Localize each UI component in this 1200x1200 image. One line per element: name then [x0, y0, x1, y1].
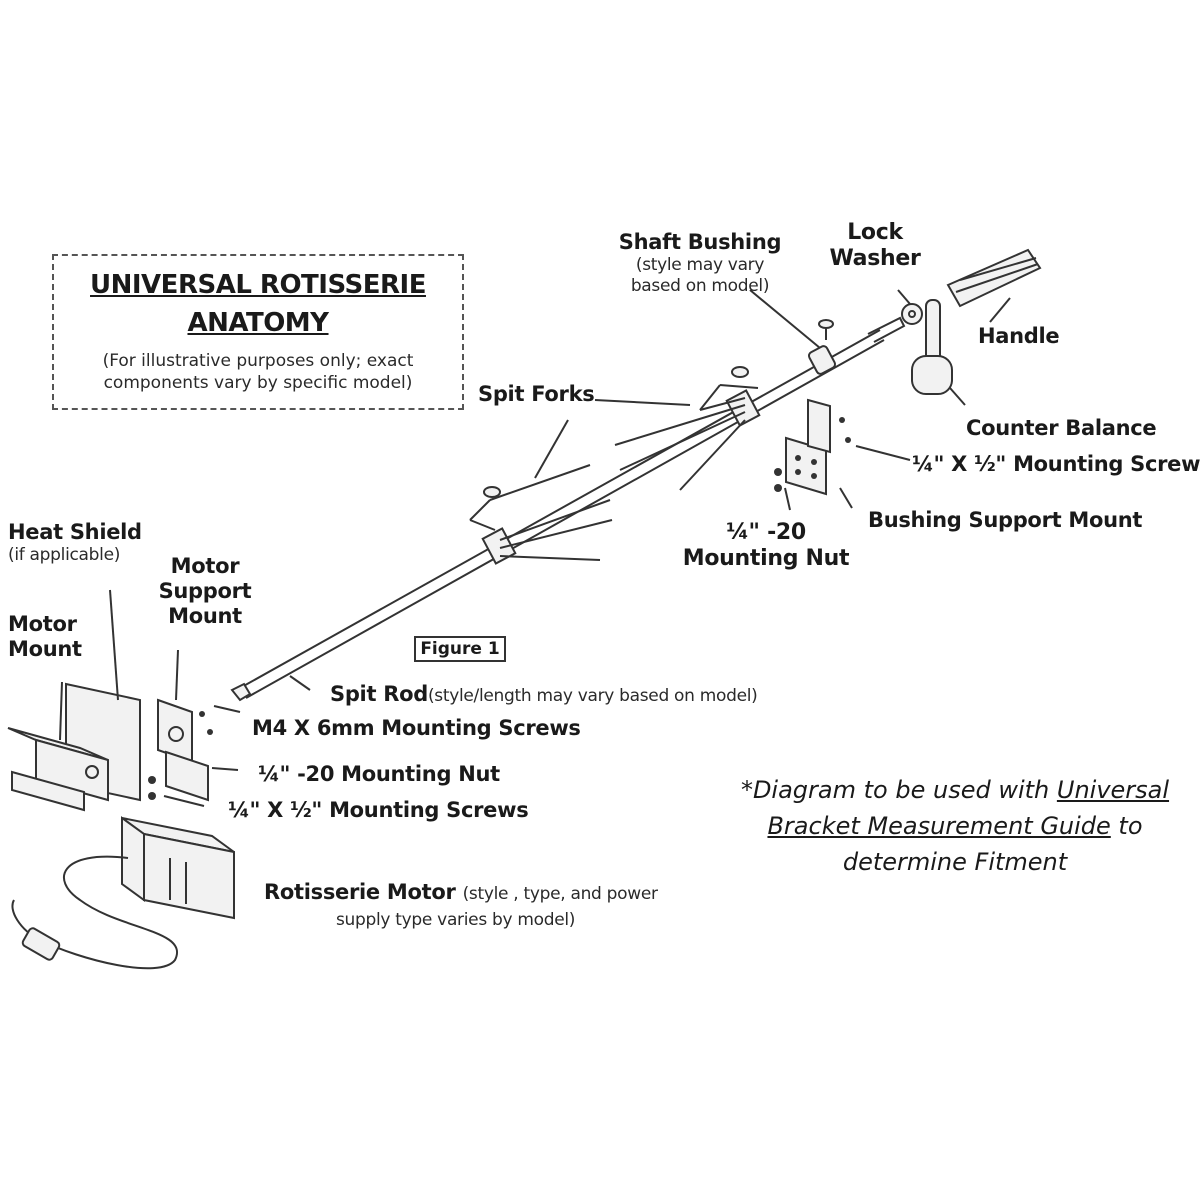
lock-washer-line-2: Washer	[829, 246, 921, 272]
title-line-1: UNIVERSAL ROTISSERIE	[90, 270, 426, 300]
heat-shield-note: (if applicable)	[8, 545, 121, 566]
title-note-line-2: components vary by specific model)	[103, 373, 413, 394]
label-shaft-bushing: Shaft Bushing (style may vary based on m…	[610, 230, 790, 296]
diagram-note-line-2-text: to	[1110, 812, 1143, 840]
motor-mount	[7, 727, 109, 812]
shaft-bushing-note-1: (style may vary	[635, 255, 765, 276]
label-handle: Handle	[978, 324, 1060, 348]
rotisserie-motor-note-2: supply type varies by model)	[336, 910, 576, 930]
spit-rod-note: (style/length may vary based on model)	[427, 686, 758, 706]
diagram-note-link-universal: Universal	[1056, 776, 1170, 804]
motor-mount-line-1: Motor	[8, 612, 77, 636]
label-spit-rod: Spit Rod(style/length may vary based on …	[330, 682, 758, 707]
quarter20-nut-top-line-2: Mounting Nut	[682, 546, 850, 572]
label-motor-mount: Motor Mount	[8, 612, 82, 662]
motor-support-mount-line-1: Motor	[170, 554, 240, 578]
rotisserie-motor-title: Rotisserie Motor	[264, 880, 456, 904]
label-quarter-half-screws-top: ¼" X ½" Mounting Screws	[912, 452, 1200, 476]
label-quarter20-nut-top: ¼" -20 Mounting Nut	[678, 520, 854, 573]
diagram-note: *Diagram to be used with Universal Brack…	[712, 772, 1198, 880]
diagram-note-line-2: Bracket Measurement Guide to	[712, 808, 1198, 844]
figure-tag: Figure 1	[414, 636, 506, 662]
title-box: UNIVERSAL ROTISSERIE ANATOMY (For illust…	[52, 254, 464, 410]
rotisserie-motor-note-1: (style , type, and power	[462, 884, 658, 904]
diagram-note-link-guide: Bracket Measurement Guide	[767, 812, 1111, 840]
counter-balance	[911, 299, 953, 395]
rotisserie-motor	[121, 816, 235, 920]
motor-support-mount	[148, 698, 213, 802]
label-heat-shield: Heat Shield (if applicable)	[8, 520, 142, 566]
motor-support-mount-line-3: Mount	[168, 604, 242, 629]
lock-washer	[901, 303, 923, 325]
diagram-note-line-1: *Diagram to be used with Universal	[712, 772, 1198, 808]
shaft-bushing-title: Shaft Bushing	[618, 230, 782, 254]
label-motor-support-mount: Motor Support Mount	[150, 554, 260, 630]
shaft-bushing-note-2: based on model)	[630, 275, 770, 296]
spit-rod-title: Spit Rod	[330, 682, 428, 706]
bushing-support-mount	[774, 398, 851, 496]
leader-lines	[59, 289, 1011, 807]
label-lock-washer: Lock Washer	[820, 220, 930, 273]
title-note: (For illustrative purposes only; exact c…	[54, 350, 462, 394]
motor-support-mount-line-2: Support	[158, 579, 252, 604]
title-note-line-1: (For illustrative purposes only; exact	[102, 351, 414, 371]
label-counter-balance: Counter Balance	[966, 416, 1157, 440]
label-m4-screws: M4 X 6mm Mounting Screws	[252, 716, 581, 740]
label-quarter20-nut-bottom: ¼" -20 Mounting Nut	[258, 762, 500, 786]
diagram-note-line-3: determine Fitment	[842, 848, 1068, 876]
label-bushing-support-mount: Bushing Support Mount	[868, 508, 1143, 532]
quarter20-nut-top-line-1: ¼" -20	[726, 520, 806, 545]
label-rotisserie-motor: Rotisserie Motor (style , type, and powe…	[264, 880, 658, 905]
title-line-2: ANATOMY	[187, 308, 329, 338]
heat-shield-title: Heat Shield	[8, 520, 142, 544]
spit-rod	[230, 316, 906, 702]
handle	[946, 248, 1042, 308]
lock-washer-line-1: Lock	[847, 220, 903, 245]
motor-mount-line-2: Mount	[8, 637, 82, 662]
label-spit-forks: Spit Forks	[478, 382, 595, 406]
label-quarter-half-screws-bottom: ¼" X ½" Mounting Screws	[228, 798, 529, 822]
shaft-bushing	[807, 319, 837, 375]
spit-fork-front	[469, 464, 613, 565]
spit-fork-rear	[614, 366, 761, 491]
diagram-note-line-1-text: *Diagram to be used with	[740, 776, 1057, 804]
